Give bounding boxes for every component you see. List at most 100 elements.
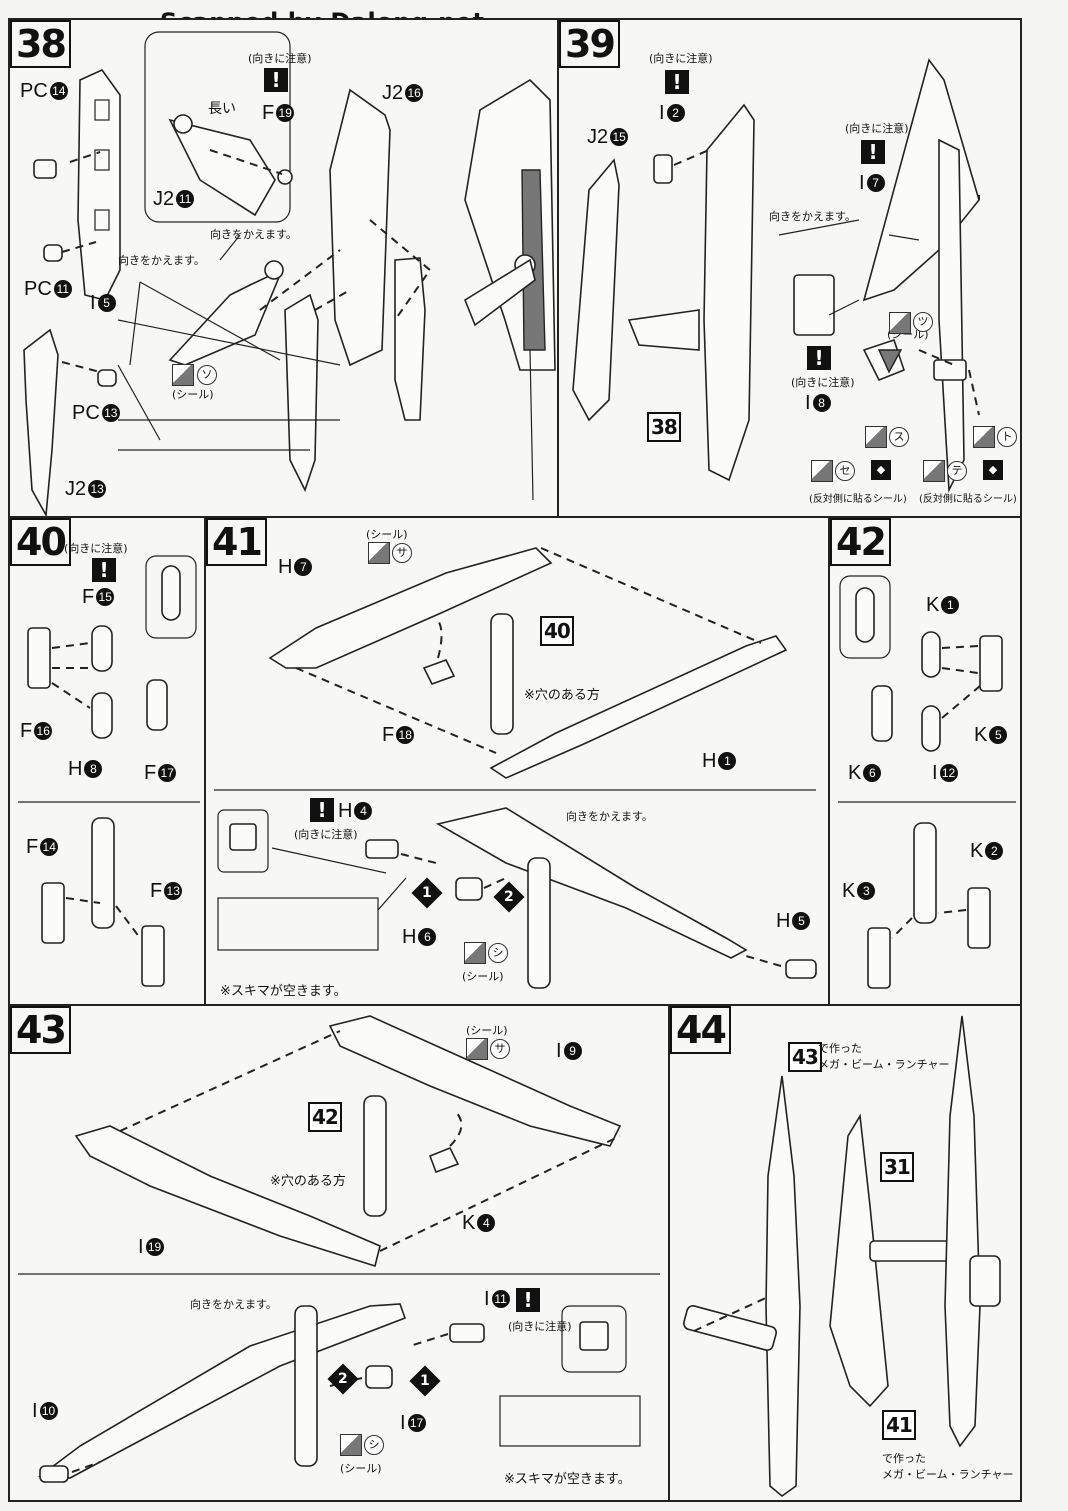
label-text: F (26, 836, 39, 858)
warning-icon: ! (92, 558, 116, 582)
label-text: I (484, 1288, 490, 1310)
step-number: 40 (10, 518, 71, 566)
part-number: 15 (610, 128, 629, 146)
label-text: I (32, 1400, 38, 1422)
label-text: I (556, 1040, 562, 1062)
sticker-icon (811, 460, 833, 482)
turn-note: 向きをかえます。 (118, 254, 205, 267)
hole-note: ※穴のある方 (270, 1174, 346, 1189)
gap-note: ※スキマが空きます。 (504, 1472, 631, 1487)
turn-note: 向きをかえます。 (210, 228, 297, 241)
part-number: 1 (718, 752, 737, 770)
label-text: H (338, 800, 353, 822)
part-number: 13 (101, 404, 120, 422)
step-number: 39 (559, 20, 620, 68)
label-text: K (842, 880, 856, 902)
label-text: H (278, 556, 293, 578)
sequence-number: 1 (420, 1373, 430, 1389)
part-number: 11 (176, 190, 195, 208)
label-text: J2 (153, 188, 175, 210)
part-number: 17 (407, 1414, 426, 1432)
part-number: 13 (88, 480, 107, 498)
caution-note: (向きに注意) (649, 52, 713, 65)
flip-side-icon: ◆ (983, 460, 1003, 480)
label-text: J2 (382, 82, 404, 104)
sequence-number: 2 (504, 889, 514, 905)
part-number: 14 (40, 838, 59, 856)
warning-icon: ! (861, 140, 885, 164)
part-number: 9 (563, 1042, 582, 1060)
warning-icon: ! (516, 1288, 540, 1312)
caution-note: (向きに注意) (508, 1320, 572, 1333)
part-number: 5 (989, 726, 1008, 744)
sticker-note: (シール) (466, 1024, 508, 1037)
part-number: 17 (158, 764, 177, 782)
label-text: K (970, 840, 984, 862)
label-text: F (82, 586, 95, 608)
part-number: 8 (812, 394, 831, 412)
part-number: 4 (477, 1214, 496, 1232)
part-number: 16 (34, 722, 53, 740)
step-ref-38: 38 (647, 412, 681, 442)
label-text: J2 (65, 478, 87, 500)
sticker-kana: テ (947, 461, 967, 481)
sticker-note: (シール) (340, 1462, 382, 1475)
label-text: F (150, 880, 163, 902)
caution-note: (向きに注意) (791, 376, 855, 389)
sticker-kana: ス (889, 427, 909, 447)
step-41-diagram (214, 547, 817, 989)
warning-icon: ! (264, 68, 288, 92)
label-text: I (859, 172, 865, 194)
label-text: K (462, 1212, 476, 1234)
part-number: 3 (857, 882, 876, 900)
sticker-icon (172, 364, 194, 386)
part-number: 10 (39, 1402, 58, 1420)
step-42-diagram (838, 575, 1016, 989)
sticker-icon (464, 942, 486, 964)
sequence-number: 2 (338, 1371, 348, 1387)
gap-note: ※スキマが空きます。 (220, 984, 347, 999)
sticker-kana: セ (835, 461, 855, 481)
sticker-kana: シ (364, 1435, 384, 1455)
step-ref-41: 41 (882, 1410, 916, 1440)
part-number: 5 (97, 294, 116, 312)
part-number: 7 (294, 558, 313, 576)
part-number: 5 (792, 912, 811, 930)
long-note: 長い (208, 101, 236, 117)
sticker-kana: ソ (197, 365, 217, 385)
sticker-kana: ツ (913, 312, 933, 332)
part-number: 2 (666, 104, 685, 122)
part-number: 16 (405, 84, 424, 102)
part-number: 13 (164, 882, 183, 900)
hole-note: ※穴のある方 (524, 688, 600, 703)
step-number: 41 (206, 518, 267, 566)
sticker-icon (368, 542, 390, 564)
sticker-icon (889, 312, 911, 334)
label-text: K (848, 762, 862, 784)
label-text: PC (20, 80, 48, 102)
step-number: 38 (10, 20, 71, 68)
sticker-icon (923, 460, 945, 482)
label-text: I (932, 762, 938, 784)
label-text: J2 (587, 126, 609, 148)
warning-icon: ! (665, 70, 689, 94)
